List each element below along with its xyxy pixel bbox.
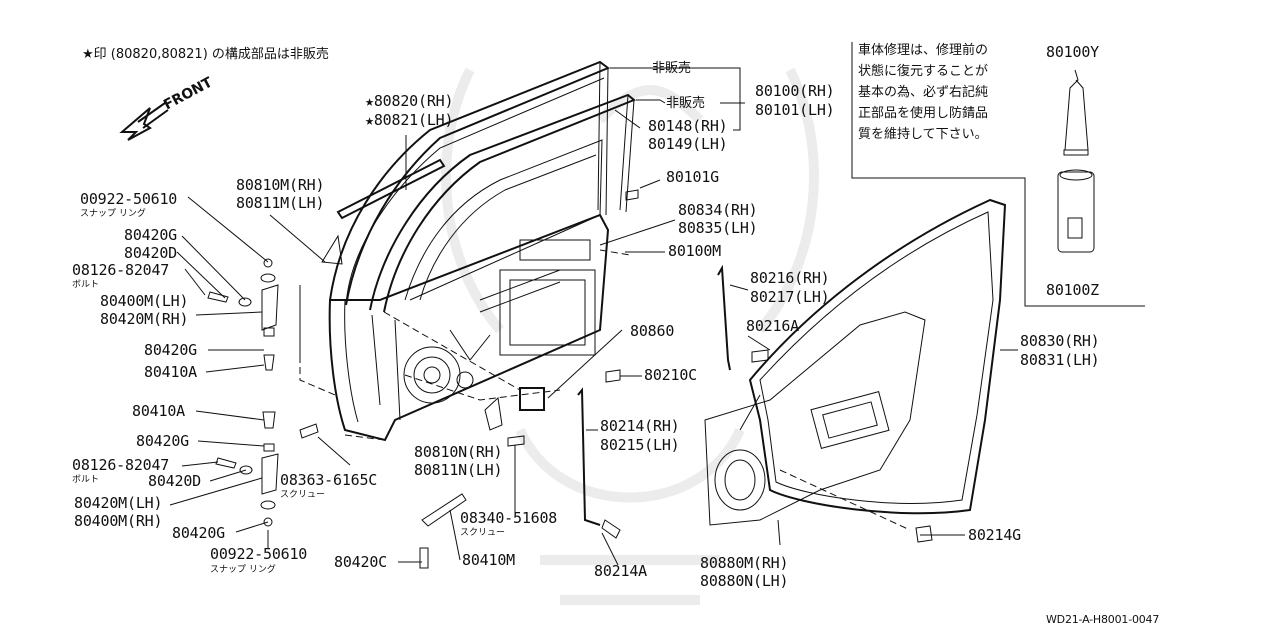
part-label-80100z: 80100Z xyxy=(1046,281,1099,299)
part-label-80420g-4: 80420G xyxy=(172,524,225,542)
part-label-80420mlh: 80420M(LH) xyxy=(74,494,163,512)
part-label-80214g: 80214G xyxy=(968,526,1021,544)
notice-bracket xyxy=(851,42,1145,307)
door-trim xyxy=(704,311,926,526)
part-label-80101g: 80101G xyxy=(666,168,719,186)
part-label-80835lh: 80835(LH) xyxy=(678,219,758,237)
screws xyxy=(299,189,933,543)
notice-line-4: 正部品を使用し防錆品 xyxy=(858,106,989,121)
part-label-80420d-2: 80420D xyxy=(148,472,201,490)
notice-line-1: 車体修理は、修理前の xyxy=(858,43,989,58)
spray-can xyxy=(1057,169,1095,253)
corner-finisher xyxy=(321,234,343,265)
weatherstrip xyxy=(748,198,1007,515)
part-label-80420g-1: 80420G xyxy=(124,226,177,244)
door-outline xyxy=(299,249,911,531)
part-label-08126-upper: 08126-82047 xyxy=(72,261,170,279)
part-label-00922-upper: 00922-50610 xyxy=(80,190,178,208)
door-inner-panel xyxy=(328,213,610,442)
sealer-pad xyxy=(519,387,545,411)
part-label-80420d-1: 80420D xyxy=(124,244,177,262)
part-label-08340: 08340-51608 xyxy=(460,509,558,527)
part-label-80100rh: 80100(RH) xyxy=(755,82,835,100)
part-label-80400mlh: 80400M(LH) xyxy=(100,292,189,310)
part-label-80420mrh: 80420M(RH) xyxy=(100,310,189,328)
part-label-80215lh: 80215(LH) xyxy=(600,436,680,454)
touch-up-can xyxy=(1063,69,1089,156)
diagram-id: WD21-A-H8001-0047 xyxy=(1046,613,1160,626)
upper-hinge xyxy=(207,258,279,371)
part-label-80410a-2: 80410A xyxy=(132,402,185,420)
door-sash xyxy=(329,60,636,313)
part-label-00922-lower: 00922-50610 xyxy=(210,545,308,563)
part-label-80811n: 80811N(LH) xyxy=(414,461,503,479)
part-label-80420g-2: 80420G xyxy=(144,341,197,359)
bolt-label-upper: ボルト xyxy=(72,280,100,290)
notice-line-3: 基本の為、必ず右記純 xyxy=(858,85,989,100)
leader-lines xyxy=(169,67,1018,566)
part-label-80217lh: 80217(LH) xyxy=(750,288,830,306)
part-label-80210c: 80210C xyxy=(644,366,697,384)
part-label-80831lh: 80831(LH) xyxy=(1020,351,1100,369)
not-for-sale-label-2: 非販売 xyxy=(666,96,706,111)
glass-run xyxy=(577,387,601,526)
bracket xyxy=(484,396,503,431)
snap-ring-label-upper: スナップ リング xyxy=(80,209,146,219)
part-label-80834rh: 80834(RH) xyxy=(678,201,758,219)
part-label-80410m: 80410M xyxy=(462,551,515,569)
part-label-80100m: 80100M xyxy=(668,242,721,260)
snap-ring-label-lower: スナップ リング xyxy=(210,565,276,575)
screw-label-1: スクリュー xyxy=(280,490,326,500)
part-label-80149lh: 80149(LH) xyxy=(648,135,728,153)
part-label-80216rh: 80216(RH) xyxy=(750,269,830,287)
part-label-80880n: 80880N(LH) xyxy=(700,572,789,590)
part-label-80821lh: ★80821(LH) xyxy=(365,111,454,129)
check-link xyxy=(419,493,467,569)
part-label-80148rh: 80148(RH) xyxy=(648,117,728,135)
part-label-80410a-1: 80410A xyxy=(144,363,197,381)
notice-line-5: 質を維持して下さい。 xyxy=(858,127,988,142)
notice-box: 車体修理は、修理前の 状態に復元することが 基本の為、必ず右記純 正部品を使用し… xyxy=(858,40,988,145)
part-label-80810n: 80810N(RH) xyxy=(414,443,503,461)
part-label-80101lh: 80101(LH) xyxy=(755,101,835,119)
bolt-label-lower: ボルト xyxy=(72,475,100,485)
not-for-sale-label-1: 非販売 xyxy=(652,61,692,76)
screw-label-2: スクリュー xyxy=(460,528,506,538)
part-label-80830rh: 80830(RH) xyxy=(1020,332,1100,350)
part-label-80420c: 80420C xyxy=(334,553,387,571)
part-label-80420g-3: 80420G xyxy=(136,432,189,450)
part-label-80880m: 80880M(RH) xyxy=(700,554,789,572)
part-label-08126-lower: 08126-82047 xyxy=(72,456,170,474)
part-label-80811m: 80811M(LH) xyxy=(236,194,325,212)
part-label-80216a: 80216A xyxy=(746,317,799,335)
front-arrow-icon xyxy=(119,102,169,141)
part-label-80100y: 80100Y xyxy=(1046,43,1099,61)
part-label-80400mrh: 80400M(RH) xyxy=(74,512,163,530)
notice-line-2: 状態に復元することが xyxy=(858,64,989,79)
part-label-80214rh: 80214(RH) xyxy=(600,417,680,435)
part-label-80810m: 80810M(RH) xyxy=(236,176,325,194)
part-label-08363: 08363-6165C xyxy=(280,471,378,489)
glass-channel xyxy=(717,264,731,371)
part-label-80820rh: ★80820(RH) xyxy=(365,92,454,110)
component-note: ★印 (80820,80821) の構成部品は非販売 xyxy=(82,47,329,62)
part-label-80214a: 80214A xyxy=(594,562,647,580)
lower-hinge xyxy=(215,411,279,527)
part-label-80860: 80860 xyxy=(630,322,675,340)
